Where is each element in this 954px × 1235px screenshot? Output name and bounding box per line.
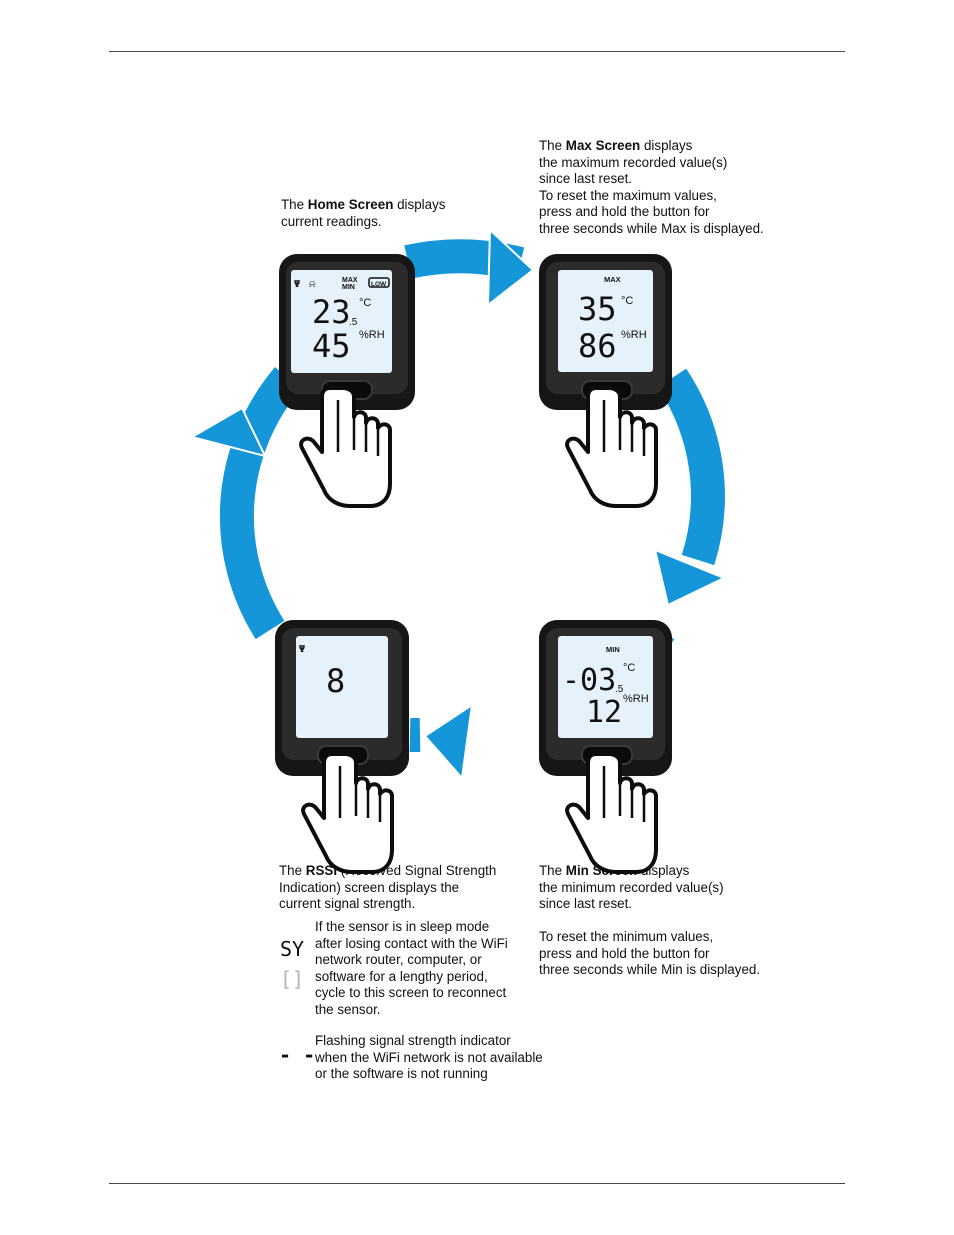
min-humidity-unit: %RH xyxy=(623,693,649,705)
flashing-indicator-note: Flashing signal strength indicator when … xyxy=(315,1033,543,1081)
low-battery-label: LOW xyxy=(371,281,387,288)
max-indicator: MAX xyxy=(342,277,358,284)
min-indicator: MIN xyxy=(342,284,355,291)
arrow-head-right xyxy=(653,548,727,607)
min-temp-value: -03 xyxy=(562,663,616,698)
arrow-head-top xyxy=(486,227,535,308)
min-humidity-value: 12 xyxy=(586,695,622,730)
max-temp-unit: °C xyxy=(621,295,633,307)
alarm-bell-icon: ⍾ xyxy=(309,279,316,290)
rssi-lcd xyxy=(296,636,388,738)
max-lcd xyxy=(558,270,653,372)
home-temp-unit: °C xyxy=(359,297,371,309)
min-temp-decimal: .5 xyxy=(615,684,624,695)
home-temp-decimal: .5 xyxy=(349,317,358,328)
arrow-head-bottom xyxy=(423,702,474,781)
low-battery-icon xyxy=(368,277,390,288)
arrow-head-left xyxy=(189,406,267,458)
home-lcd xyxy=(291,270,392,373)
max-device: MAX 35 °C 86 %RH xyxy=(539,254,672,508)
max-humidity-value: 86 xyxy=(578,327,617,365)
rssi-signal-icon: Ψ xyxy=(299,644,305,655)
sleep-mode-icon: SY [] xyxy=(280,937,304,991)
sleep-mode-note: If the sensor is in sleep mode after los… xyxy=(315,919,508,1017)
max-temp-value: 35 xyxy=(578,290,617,328)
home-screen-caption: The Home Screen displays current reading… xyxy=(281,197,446,229)
min-lcd xyxy=(558,636,653,738)
max-screen-caption: The Max Screen displays the maximum reco… xyxy=(539,138,764,236)
rssi-device: Ψ 8 xyxy=(275,620,409,874)
min-temp-unit: °C xyxy=(623,662,635,674)
home-temp-value: 23 xyxy=(312,293,351,331)
signal-icon: Ψ xyxy=(294,279,300,290)
min-label: MIN xyxy=(606,645,620,654)
home-humidity-unit: %RH xyxy=(359,329,385,341)
home-device: Ψ ⍾ MAX MIN LOW 23 .5 °C 45 %RH xyxy=(279,254,415,508)
sleep-icon-bottom: [] xyxy=(280,967,304,991)
home-humidity-value: 45 xyxy=(312,327,351,365)
flashing-dashes-icon: - - xyxy=(279,1043,315,1067)
max-humidity-unit: %RH xyxy=(621,329,647,341)
min-device: MIN -03 .5 °C 12 %RH xyxy=(539,620,672,874)
footer-rule xyxy=(109,1183,845,1184)
max-label: MAX xyxy=(604,275,621,284)
rssi-value: 8 xyxy=(326,662,345,700)
header-rule xyxy=(109,51,845,52)
min-screen-caption: The Min Screen displays the minimum reco… xyxy=(539,863,761,977)
sleep-icon-top: SY xyxy=(280,937,304,961)
